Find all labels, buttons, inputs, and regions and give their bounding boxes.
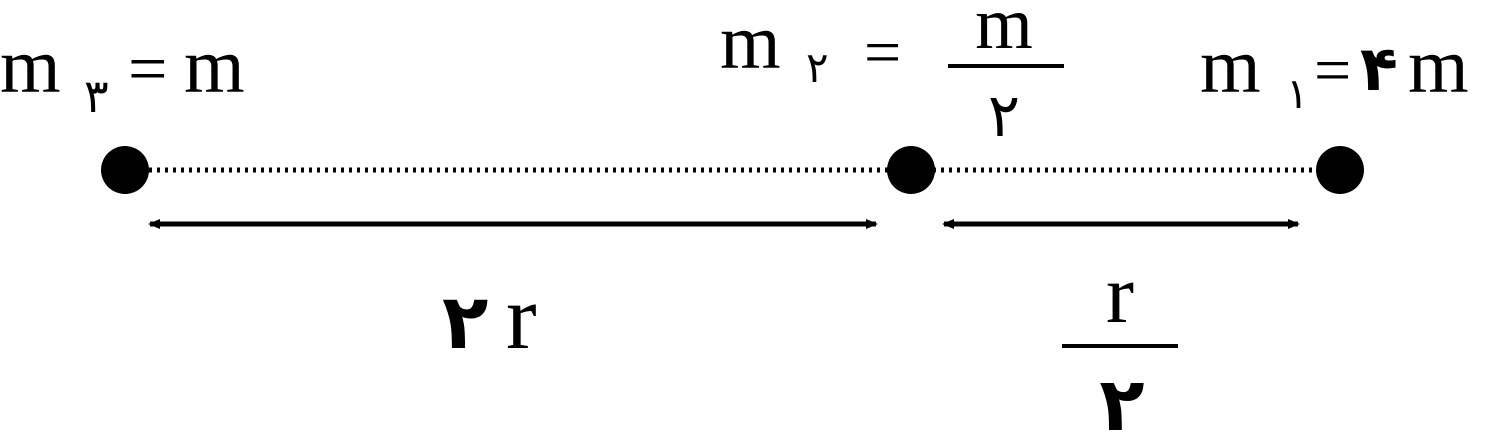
m2-symbol: m bbox=[720, 0, 781, 85]
mass-point-m2 bbox=[887, 146, 935, 194]
m2-equals: = bbox=[864, 16, 901, 89]
mass-point-m1 bbox=[1316, 146, 1364, 194]
m2-value-numerator: m bbox=[975, 0, 1033, 65]
m3-symbol: m bbox=[0, 22, 61, 109]
mass-point-m3 bbox=[101, 146, 149, 194]
right-distance-denominator: ۲ bbox=[1099, 362, 1144, 444]
m3-equals: = bbox=[128, 31, 167, 108]
m2-subscript: ۲ bbox=[806, 43, 829, 92]
mass-label-m1: m ۱ = ۴ m bbox=[1200, 22, 1469, 118]
m2-value-denominator: ۲ bbox=[988, 81, 1020, 151]
distance-label-right: r ۲ bbox=[1062, 248, 1178, 444]
mass-label-m2: m ۲ = m ۲ bbox=[720, 0, 1064, 151]
m3-subscript: ۳ bbox=[84, 69, 109, 123]
m1-subscript: ۱ bbox=[1286, 69, 1309, 118]
right-distance-numerator: r bbox=[1106, 248, 1134, 341]
left-distance-coefficient: ۲ bbox=[442, 277, 488, 366]
left-distance-symbol: r bbox=[506, 266, 537, 368]
m1-value-symbol: m bbox=[1408, 22, 1469, 109]
m1-equals: = bbox=[1314, 34, 1351, 107]
distance-label-left: ۲ r bbox=[442, 266, 537, 368]
m3-value: m bbox=[184, 22, 245, 109]
m1-symbol: m bbox=[1200, 22, 1261, 109]
m1-value-coefficient: ۴ bbox=[1360, 32, 1398, 105]
mass-label-m3: m ۳ = m bbox=[0, 22, 245, 123]
